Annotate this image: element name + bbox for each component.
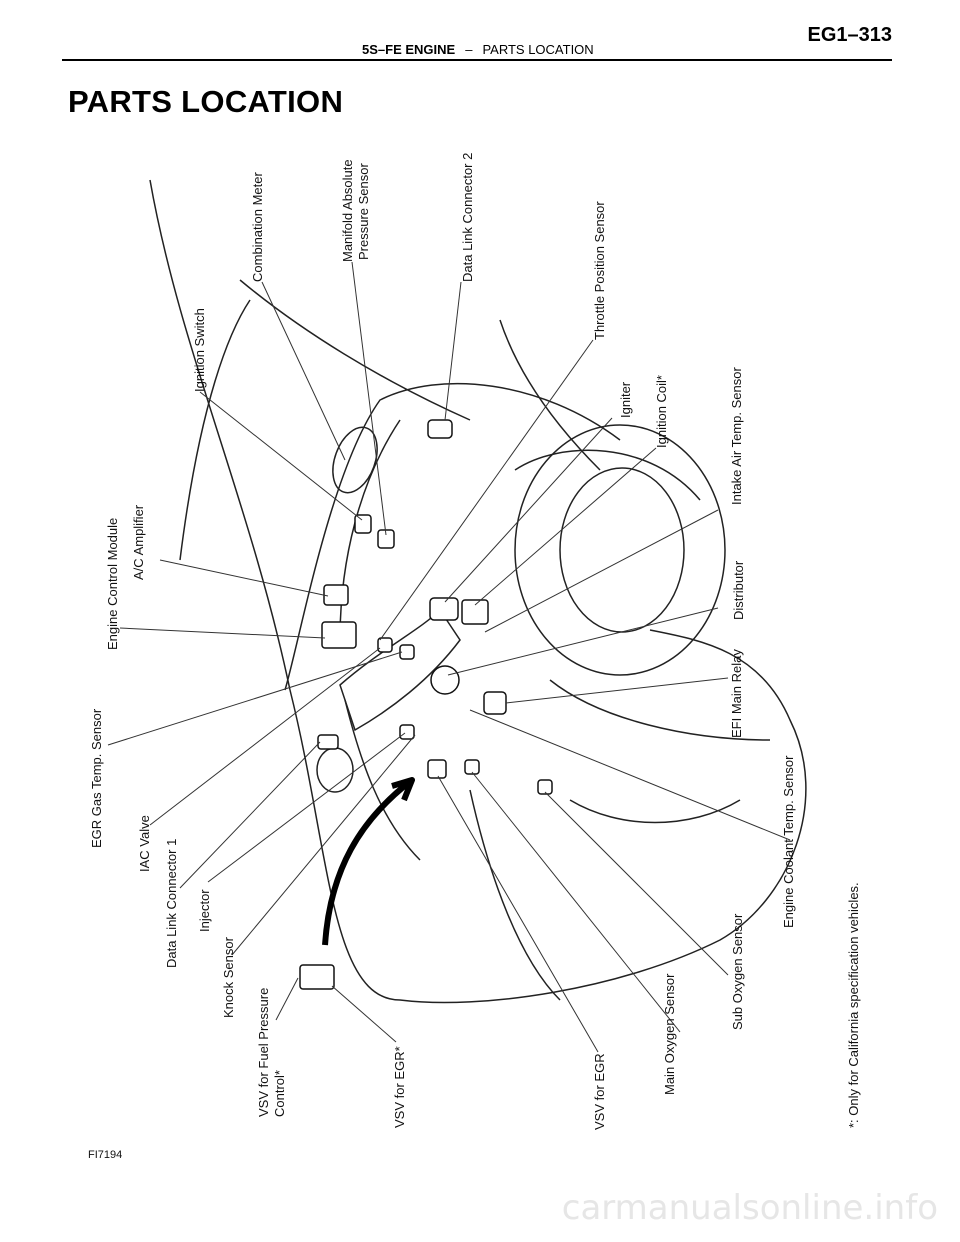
label-distributor: Distributor xyxy=(731,560,746,620)
figure-id: FI7194 xyxy=(88,1149,122,1161)
label-engine-coolant-temp-sensor: Engine Coolant Temp. Sensor xyxy=(781,755,796,928)
label-ac-amplifier: A/C Amplifier xyxy=(131,504,146,580)
page-title: PARTS LOCATION xyxy=(68,84,344,119)
label-iac-valve: IAC Valve xyxy=(137,815,152,872)
label-igniter: Igniter xyxy=(618,381,633,418)
vehicle-outline xyxy=(149,179,807,1004)
main-o2-symbol xyxy=(464,759,480,775)
map-sensor-symbol xyxy=(377,529,395,549)
footnote: *: Only for California specification veh… xyxy=(846,882,861,1128)
label-egr-gas-temp-sensor: EGR Gas Temp. Sensor xyxy=(89,708,104,848)
label-engine-control-module: Engine Control Module xyxy=(105,518,120,650)
label-sub-oxygen-sensor: Sub Oxygen Sensor xyxy=(730,913,745,1030)
injector-symbol xyxy=(399,724,415,740)
label-dlc2: Data Link Connector 2 xyxy=(460,153,475,282)
ecm-box xyxy=(321,621,357,649)
component-symbols xyxy=(299,419,553,990)
header-section: 5S–FE ENGINE–PARTS LOCATION xyxy=(362,42,594,57)
label-combination-meter: Combination Meter xyxy=(250,172,265,282)
ignition-coil-symbol xyxy=(461,599,489,625)
efi-main-relay-symbol xyxy=(483,691,507,715)
header-rule xyxy=(62,59,892,61)
parts-location-diagram: Combination Meter Manifold Absolute Pres… xyxy=(88,153,861,1161)
header-separator: – xyxy=(465,42,473,57)
label-vsv-fuel-pressure-line2: Control* xyxy=(272,1070,287,1117)
vsv-cluster-symbol xyxy=(299,964,335,990)
egr-gas-temp-symbol xyxy=(399,644,415,660)
label-dlc1: Data Link Connector 1 xyxy=(164,839,179,968)
iac-valve-symbol xyxy=(377,637,393,653)
detail-arrow xyxy=(322,777,415,946)
label-map-sensor-line2: Pressure Sensor xyxy=(356,163,371,260)
label-throttle-position-sensor: Throttle Position Sensor xyxy=(592,201,607,340)
label-efi-main-relay: EFI Main Relay xyxy=(729,649,744,738)
sub-o2-symbol xyxy=(537,779,553,795)
watermark: carmanualsonline.info xyxy=(561,1188,938,1228)
label-vsv-fuel-pressure-line1: VSV for Fuel Pressure xyxy=(256,988,271,1117)
leader-lines xyxy=(107,261,791,1053)
page-header: 5S–FE ENGINE–PARTS LOCATION EG1–313 xyxy=(62,22,892,62)
igniter-symbol xyxy=(429,597,459,621)
label-injector: Injector xyxy=(197,889,212,932)
label-vsv-egr: VSV for EGR xyxy=(592,1053,607,1130)
dlc1-symbol xyxy=(317,734,339,750)
label-knock-sensor: Knock Sensor xyxy=(221,936,236,1018)
header-subsection: PARTS LOCATION xyxy=(482,42,594,57)
dlc2-symbol xyxy=(427,419,453,439)
label-vsv-egr-star: VSV for EGR* xyxy=(392,1046,407,1128)
label-map-sensor-line1: Manifold Absolute xyxy=(340,159,355,262)
vsv-egr-symbol xyxy=(427,759,447,779)
ignition-switch-symbol xyxy=(354,514,372,534)
label-ignition-switch: Ignition Switch xyxy=(192,308,207,392)
label-main-oxygen-sensor: Main Oxygen Sensor xyxy=(662,973,677,1095)
page-number: EG1–313 xyxy=(807,24,892,46)
distributor-symbol xyxy=(430,665,460,695)
label-ignition-coil: Ignition Coil* xyxy=(654,375,669,448)
ac-amplifier-box xyxy=(323,584,349,606)
diagram-labels: Combination Meter Manifold Absolute Pres… xyxy=(88,153,861,1161)
header-engine: 5S–FE ENGINE xyxy=(362,42,456,57)
label-intake-air-temp-sensor: Intake Air Temp. Sensor xyxy=(729,367,744,505)
